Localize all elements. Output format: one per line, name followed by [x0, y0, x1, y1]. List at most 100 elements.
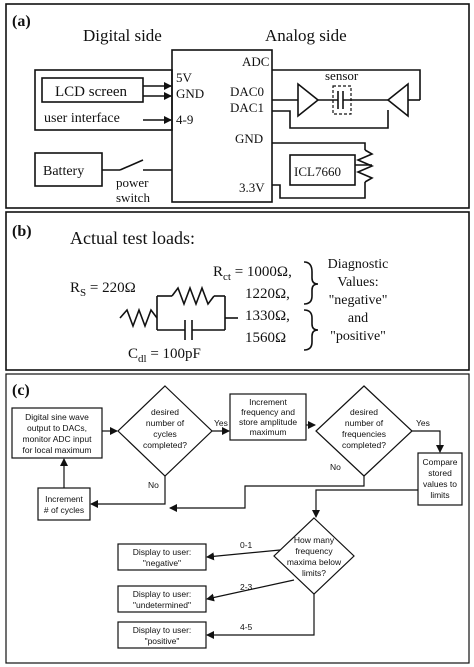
- op-amp-1: [297, 82, 320, 118]
- rs-value: = 220Ω: [86, 280, 136, 296]
- sine-line-2: output to DACs,: [27, 423, 87, 433]
- panel-c: [5, 373, 470, 664]
- op-amp-2: [386, 82, 409, 118]
- compare-line-2: stored: [428, 468, 452, 478]
- brace-lower: [303, 309, 319, 351]
- diag-line-5: "positive": [330, 329, 386, 344]
- diag-line-1: Diagnostic: [328, 257, 389, 272]
- maxima-q-1: How many: [294, 535, 335, 545]
- sensor-label: sensor: [325, 68, 359, 83]
- lcd-outer-box: [34, 69, 173, 131]
- rct-label: Rct = 1000Ω,: [213, 264, 292, 283]
- compare-to-maxima-arrow: [312, 489, 418, 518]
- panel-b-text: (b) Actual test loads: RS = 220Ω Rct = 1…: [12, 223, 388, 365]
- test-loads-title: Actual test loads:: [70, 228, 195, 248]
- panel-c-label: (c): [12, 382, 30, 399]
- digital-side-heading: Digital side: [83, 26, 162, 45]
- panel-b-frame: [5, 211, 470, 371]
- no-label-1: No: [148, 480, 159, 490]
- incfreq-line-4: maximum: [250, 427, 287, 437]
- rct-1220: 1220Ω,: [245, 286, 290, 302]
- sine-output-box: [11, 407, 103, 459]
- dac1-wire: [272, 110, 389, 129]
- rs-sub: S: [80, 287, 86, 299]
- compare-line-3: values to: [423, 479, 457, 489]
- freq-q-4: completed?: [342, 440, 386, 450]
- icl7660-box: [289, 154, 356, 186]
- maxima-23-arrow: [206, 579, 295, 602]
- panel-a-frame: [5, 3, 470, 209]
- sine-line-4: for local maximum: [23, 445, 92, 455]
- rs-main: R: [70, 280, 80, 296]
- adc-label: ADC: [242, 54, 269, 69]
- disp-und-line-1: Display to user:: [133, 589, 192, 599]
- rct-main: R: [213, 264, 223, 280]
- maxima-01-arrow: [206, 549, 281, 561]
- yes-label-2: Yes: [416, 418, 430, 428]
- freq-q-2: number of: [345, 418, 384, 428]
- display-positive-box: [117, 621, 207, 649]
- cycles-q-1: desired: [151, 407, 179, 417]
- rct-value: = 1000Ω,: [231, 264, 292, 280]
- route-2-3-label: 2-3: [240, 582, 253, 592]
- switch-label: switch: [116, 190, 150, 205]
- gnd-wire: [272, 142, 366, 150]
- cdl-sub: dl: [138, 353, 147, 365]
- increment-frequency-box: [229, 393, 307, 441]
- power-switch-lever: [119, 159, 144, 171]
- inccycles-line-1: Increment: [45, 494, 83, 504]
- yes-label-1: Yes: [214, 418, 228, 428]
- diag-line-4: and: [348, 311, 368, 326]
- freq-q-3: frequencies: [342, 429, 386, 439]
- freq-yes-arrow: [412, 430, 444, 453]
- panel-c-text: (c) Digital sine wave output to DACs, mo…: [12, 382, 458, 646]
- rct-sub: ct: [223, 271, 231, 283]
- maxima-decision-diamond: [273, 517, 355, 595]
- adc-feedback-wire: [272, 69, 421, 100]
- battery-label: Battery: [43, 164, 84, 179]
- freq-q-1: desired: [350, 407, 378, 417]
- maxima-45-arrow: [206, 594, 315, 639]
- disp-und-line-2: "undetermined": [133, 600, 191, 610]
- disp-pos-line-2: "positive": [145, 636, 180, 646]
- pin-gnd-label: GND: [176, 86, 204, 101]
- compare-box: [417, 452, 463, 506]
- panel-c-frame: [5, 373, 470, 664]
- cycles-q-3: cycles: [153, 429, 177, 439]
- inccycles-line-2: # of cycles: [44, 505, 84, 515]
- cdl-value: = 100pF: [147, 346, 201, 362]
- panel-a: [5, 3, 470, 209]
- lcd-screen-box: [41, 77, 144, 103]
- compare-line-1: Compare: [423, 457, 458, 467]
- incfreq-line-3: store amplitude: [239, 417, 297, 427]
- panel-b-label: (b): [12, 223, 32, 240]
- compare-line-4: limits: [430, 490, 449, 500]
- rs-resistor: [119, 307, 158, 329]
- lcd-screen-label: LCD screen: [55, 84, 128, 100]
- v33-label: 3.3V: [239, 180, 265, 195]
- resistor-right: [355, 149, 375, 183]
- panel-b: [5, 211, 470, 371]
- no-label-2: No: [330, 462, 341, 472]
- icl7660-label: ICL7660: [294, 164, 341, 179]
- cycles-q-4: completed?: [143, 440, 187, 450]
- rct-resistor: [171, 285, 215, 307]
- rct-1330: 1330Ω,: [245, 308, 290, 324]
- incfreq-line-2: frequency and: [241, 407, 295, 417]
- freq-no-arrow: [169, 476, 365, 512]
- maxima-q-3: maxima below: [287, 557, 342, 567]
- disp-neg-line-2: "negative": [143, 558, 181, 568]
- maxima-q-4: limits?: [302, 568, 326, 578]
- diag-line-3: "negative": [329, 293, 388, 308]
- cdl-main: C: [128, 346, 138, 362]
- gnd-right-label: GND: [235, 131, 263, 146]
- pin-4-9-label: 4-9: [176, 112, 193, 127]
- dac0-label: DAC0: [230, 84, 264, 99]
- analog-side-heading: Analog side: [265, 26, 347, 45]
- panel-a-text: (a) Digital side Analog side LCD screen …: [12, 13, 359, 205]
- cdl-label: Cdl = 100pF: [128, 346, 201, 365]
- pin-5v-label: 5V: [176, 70, 193, 85]
- sine-line-1: Digital sine wave: [25, 412, 89, 422]
- route-4-5-label: 4-5: [240, 622, 253, 632]
- display-undetermined-box: [117, 585, 207, 613]
